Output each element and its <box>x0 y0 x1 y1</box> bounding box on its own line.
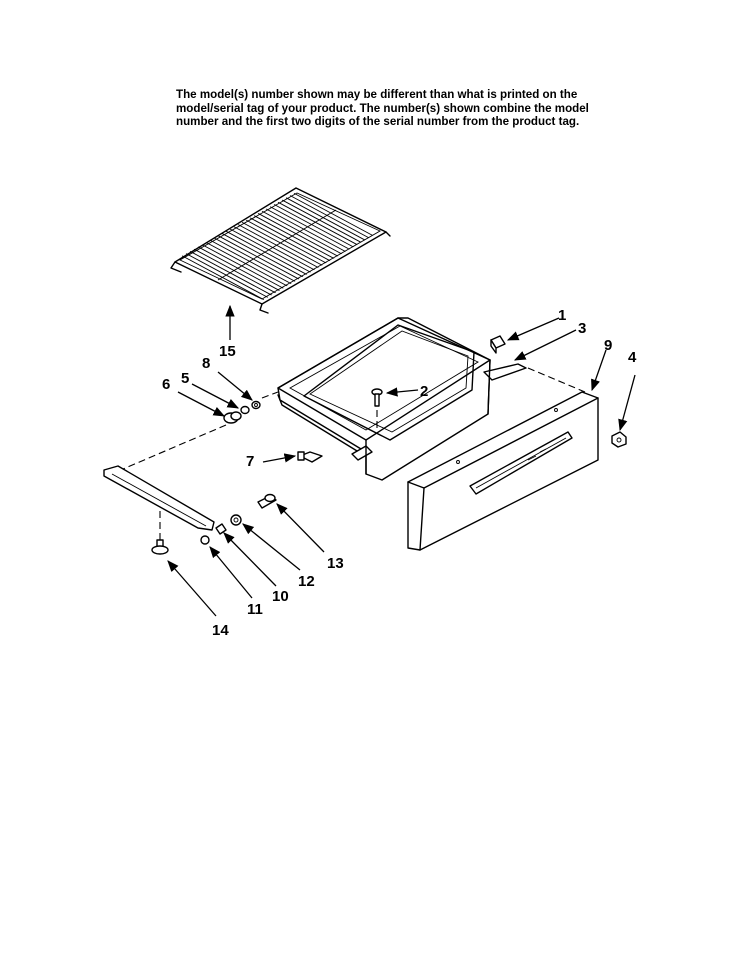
rack-wire <box>269 206 353 252</box>
rack-wire <box>249 217 333 263</box>
screw-2-drawing <box>371 388 383 430</box>
oven-rack <box>170 187 391 314</box>
hardware-group-drawing <box>200 493 277 545</box>
rack-wire <box>285 197 369 243</box>
leveler-leg-drawing <box>151 539 169 555</box>
rack-wire <box>201 244 285 289</box>
rack-wire <box>237 224 321 269</box>
drawer-body <box>277 317 527 481</box>
rack-wire <box>253 215 337 260</box>
rack-wire <box>221 233 305 278</box>
callout-6: 6 <box>162 376 170 393</box>
callout-10: 10 <box>272 588 289 605</box>
rack-wire <box>229 228 313 274</box>
callout-numbers: 1 3 9 4 2 8 5 6 15 7 13 12 10 11 14 <box>162 307 637 639</box>
leader-arrows <box>167 304 636 617</box>
callout-9: 9 <box>604 337 612 354</box>
clip-part-1-drawing <box>490 335 506 354</box>
rack-wire <box>225 230 309 276</box>
slide-rail-drawing <box>103 400 261 531</box>
drawer-front-panel <box>407 391 599 551</box>
callout-11: 11 <box>247 601 263 618</box>
rack-wire <box>257 212 341 258</box>
notice-line-2: model/serial tag of your product. The nu… <box>176 101 589 115</box>
rack-wire <box>205 241 289 287</box>
notice-line-1: The model(s) number shown may be differe… <box>176 88 578 101</box>
rack-wire <box>197 246 281 292</box>
callout-13: 13 <box>327 555 344 572</box>
callout-15: 15 <box>219 343 236 360</box>
rack-wire <box>289 195 373 240</box>
callout-4: 4 <box>628 349 637 366</box>
rack-wire <box>217 235 301 281</box>
rack-wire <box>281 199 365 245</box>
rack-wire <box>245 219 329 265</box>
rack-wire <box>261 210 345 256</box>
rack-wire <box>277 201 361 247</box>
rack-wire <box>209 239 293 285</box>
callout-7: 7 <box>246 453 254 470</box>
rack-wire <box>265 208 349 254</box>
rack-wire <box>181 255 265 301</box>
notice-line-3: number and the first two digits of the s… <box>176 115 580 128</box>
rack-wire <box>233 226 317 272</box>
rack-wire <box>185 253 269 298</box>
model-number-notice: The model(s) number shown may be differe… <box>176 88 596 129</box>
callout-5: 5 <box>181 370 189 387</box>
rack-wire <box>193 248 277 294</box>
rack-wire <box>213 237 297 283</box>
rack-wire <box>293 192 377 238</box>
callout-3: 3 <box>578 320 586 337</box>
callout-2: 2 <box>420 383 428 400</box>
rack-wire <box>241 221 325 267</box>
nut-part-4-drawing <box>611 431 627 448</box>
callout-14: 14 <box>212 622 229 639</box>
rack-wire <box>273 204 357 249</box>
callout-8: 8 <box>202 355 210 372</box>
callout-1: 1 <box>558 307 566 324</box>
callout-12: 12 <box>298 573 315 590</box>
rack-wire <box>189 250 273 296</box>
screw-7-drawing <box>297 451 323 463</box>
